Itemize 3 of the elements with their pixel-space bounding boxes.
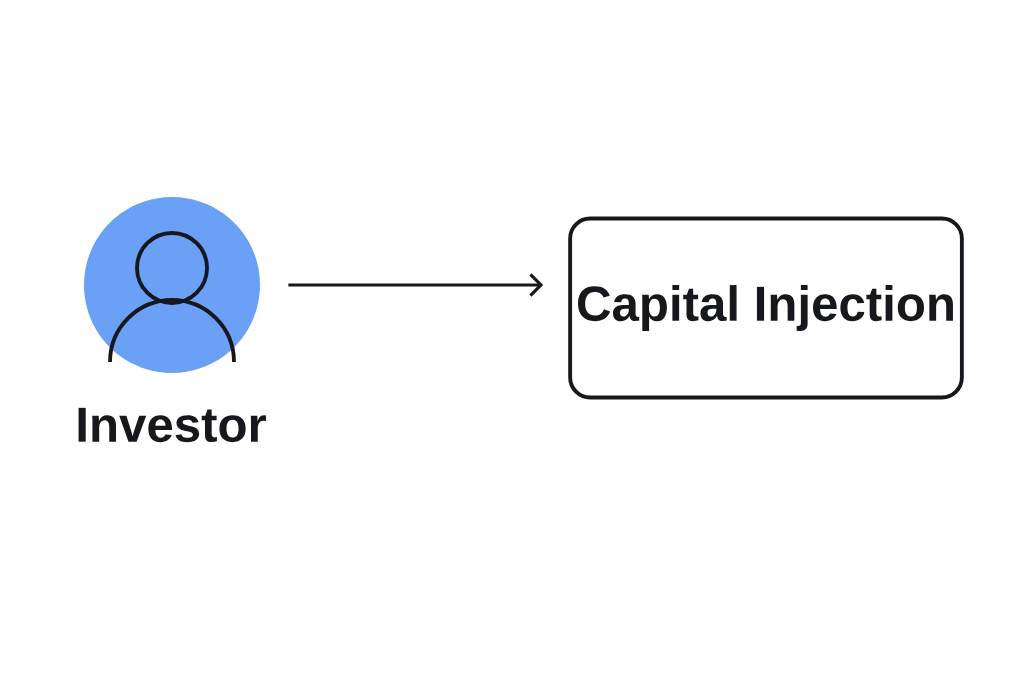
process-box: Capital Injection <box>568 216 964 400</box>
node-label: Investor <box>78 407 266 443</box>
arrow <box>288 273 544 297</box>
